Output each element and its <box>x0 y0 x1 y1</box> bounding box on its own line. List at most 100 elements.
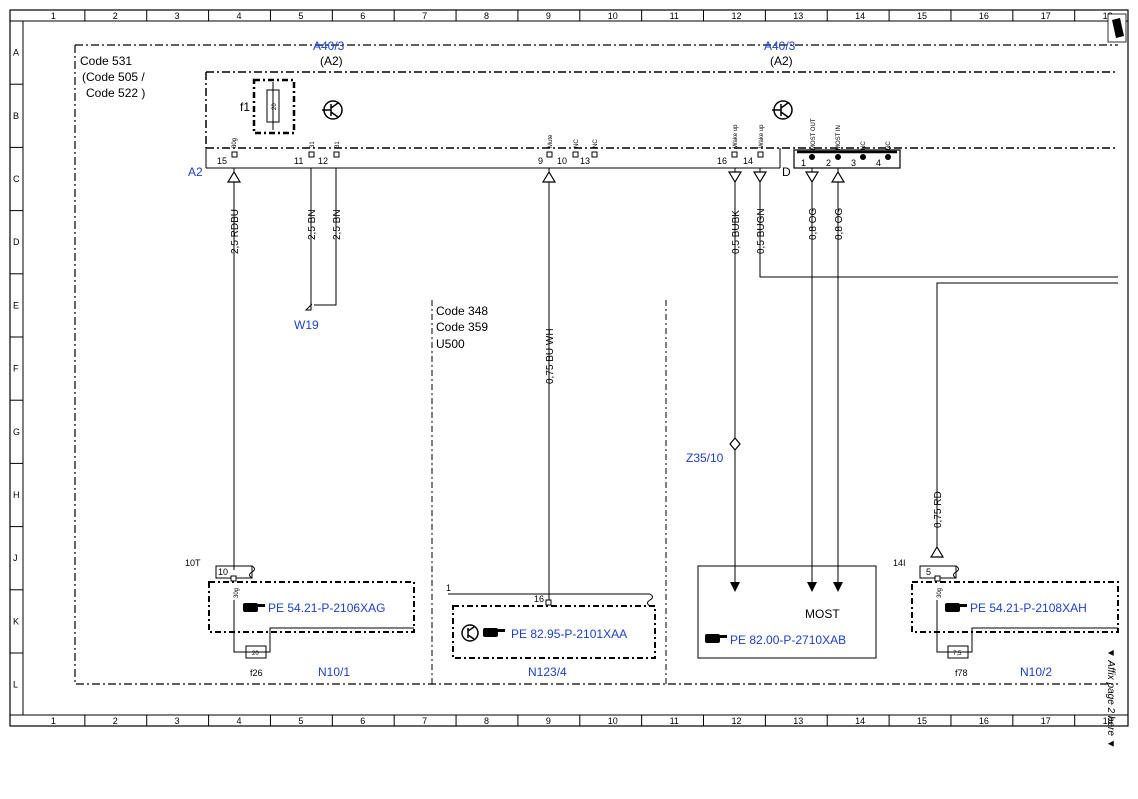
code531-border <box>74 44 1118 685</box>
row-label: F <box>13 364 19 374</box>
svg-text:12: 12 <box>318 156 328 166</box>
ground-w19-link[interactable]: W19 <box>294 318 319 332</box>
most-ref-link[interactable]: PE 82.00-P-2710XAB <box>730 633 846 647</box>
column-label: 7 <box>422 716 427 726</box>
n10-2-link[interactable]: N10/2 <box>1020 665 1052 679</box>
svg-text:1: 1 <box>801 158 806 168</box>
wire-arrows <box>226 170 945 558</box>
corner-marker-icon <box>1112 18 1124 38</box>
hand-pointer-icon <box>483 628 505 637</box>
svg-text:NC: NC <box>886 141 892 150</box>
hand-pointer-icon <box>705 634 727 643</box>
column-label: 10 <box>608 716 618 726</box>
component-n123-4: 1 16 PE 82.95-P-2101XAA N123/4 <box>446 583 656 679</box>
svg-text:f26: f26 <box>250 668 263 678</box>
n10-2-ref-link[interactable]: PE 54.21-P-2108XAH <box>970 601 1087 615</box>
component-n10-2: 5 14I 30g 7,5 f78 N10/2 PE 54.21-P-2108X… <box>893 558 1119 679</box>
svg-text:2: 2 <box>826 158 831 168</box>
row-label: A <box>13 48 19 58</box>
splice-icon <box>729 437 741 451</box>
svg-text:0,5 BUBK: 0,5 BUBK <box>731 210 742 254</box>
column-label: 9 <box>546 11 551 21</box>
column-label: 17 <box>1041 716 1051 726</box>
svg-text:Wake up: Wake up <box>759 124 765 148</box>
svg-text:2,5 BN: 2,5 BN <box>332 209 343 240</box>
n123-4-ref-link[interactable]: PE 82.95-P-2101XAA <box>511 627 627 641</box>
column-label: 8 <box>484 716 489 726</box>
component-most: MOST PE 82.00-P-2710XAB <box>697 565 877 659</box>
n10-1-link[interactable]: N10/1 <box>318 665 350 679</box>
module-title-left[interactable]: A40/3 <box>313 39 345 53</box>
svg-text:0,8 OG: 0,8 OG <box>808 208 819 240</box>
svg-text:10: 10 <box>557 156 567 166</box>
n10-1-ref-link[interactable]: PE 54.21-P-2106XAG <box>268 601 385 615</box>
column-label: 11 <box>670 11 679 21</box>
affix-page-note: ▼ Affix page 2 here ▼ <box>1105 648 1116 749</box>
column-label: 15 <box>917 11 927 21</box>
column-label: 1 <box>51 11 56 21</box>
svg-text:11: 11 <box>294 156 303 166</box>
column-label: 14 <box>855 716 865 726</box>
column-label: 9 <box>546 716 551 726</box>
column-label: 12 <box>731 716 741 726</box>
column-label: 15 <box>917 716 927 726</box>
row-label: E <box>13 300 19 310</box>
svg-text:14: 14 <box>743 156 753 166</box>
svg-text:1: 1 <box>446 583 451 593</box>
row-label: C <box>13 174 20 184</box>
column-label: 12 <box>731 11 741 21</box>
pin-markers-d <box>809 154 891 160</box>
svg-text:3: 3 <box>851 158 856 168</box>
column-label: 2 <box>113 11 118 21</box>
svg-text:NC: NC <box>574 139 580 148</box>
code-line-2: (Code 505 / <box>82 70 145 84</box>
svg-text:30g: 30g <box>234 588 240 598</box>
svg-text:7,5: 7,5 <box>953 651 962 657</box>
svg-text:30g: 30g <box>232 138 238 148</box>
svg-text:20: 20 <box>252 651 259 657</box>
column-label: 4 <box>237 11 242 21</box>
column-label: 4 <box>237 716 242 726</box>
module-title-right[interactable]: A40/3 <box>764 39 796 53</box>
svg-text:13: 13 <box>580 156 590 166</box>
svg-text:15: 15 <box>217 156 227 166</box>
svg-text:NC: NC <box>861 141 867 150</box>
row-label: J <box>13 553 18 563</box>
n123-4-link[interactable]: N123/4 <box>528 665 567 679</box>
svg-text:16: 16 <box>717 156 727 166</box>
svg-text:10: 10 <box>218 567 228 577</box>
splice-z35-link[interactable]: Z35/10 <box>686 451 724 465</box>
transistor-icon <box>322 100 343 120</box>
code-line-3: Code 522 ) <box>86 86 145 100</box>
svg-text:MOST IN: MOST IN <box>836 125 842 150</box>
svg-text:5: 5 <box>926 567 931 577</box>
column-label: 13 <box>793 716 803 726</box>
column-label: 17 <box>1041 11 1051 21</box>
column-label: 5 <box>298 716 303 726</box>
svg-text:16: 16 <box>534 594 544 604</box>
svg-text:2,5 BN: 2,5 BN <box>307 209 318 240</box>
column-label: 2 <box>113 716 118 726</box>
row-label: H <box>13 490 20 500</box>
outer-frame <box>9 9 1129 727</box>
column-label: 16 <box>979 716 989 726</box>
column-label: 5 <box>298 11 303 21</box>
column-label: 1 <box>51 716 56 726</box>
connector-d-label: D <box>782 165 791 179</box>
svg-text:2,5 RDBU: 2,5 RDBU <box>230 209 241 254</box>
hand-pointer-icon <box>945 603 967 612</box>
column-label: 18 <box>1103 716 1113 726</box>
module-subtitle-right: (A2) <box>770 54 793 68</box>
solid-arrows <box>730 582 843 592</box>
column-label: 3 <box>175 716 180 726</box>
svg-text:4: 4 <box>876 158 881 168</box>
svg-text:MOST OUT: MOST OUT <box>811 118 817 150</box>
svg-text:Mute: Mute <box>548 134 554 148</box>
svg-text:10T: 10T <box>185 558 201 568</box>
pin-markers <box>231 151 764 158</box>
svg-text:NC: NC <box>593 139 599 148</box>
component-n10-1: 10 10T 30g 20 f26 N10/1 PE 54.21-P-2106X… <box>185 558 415 679</box>
connector-d-strip <box>793 149 901 169</box>
